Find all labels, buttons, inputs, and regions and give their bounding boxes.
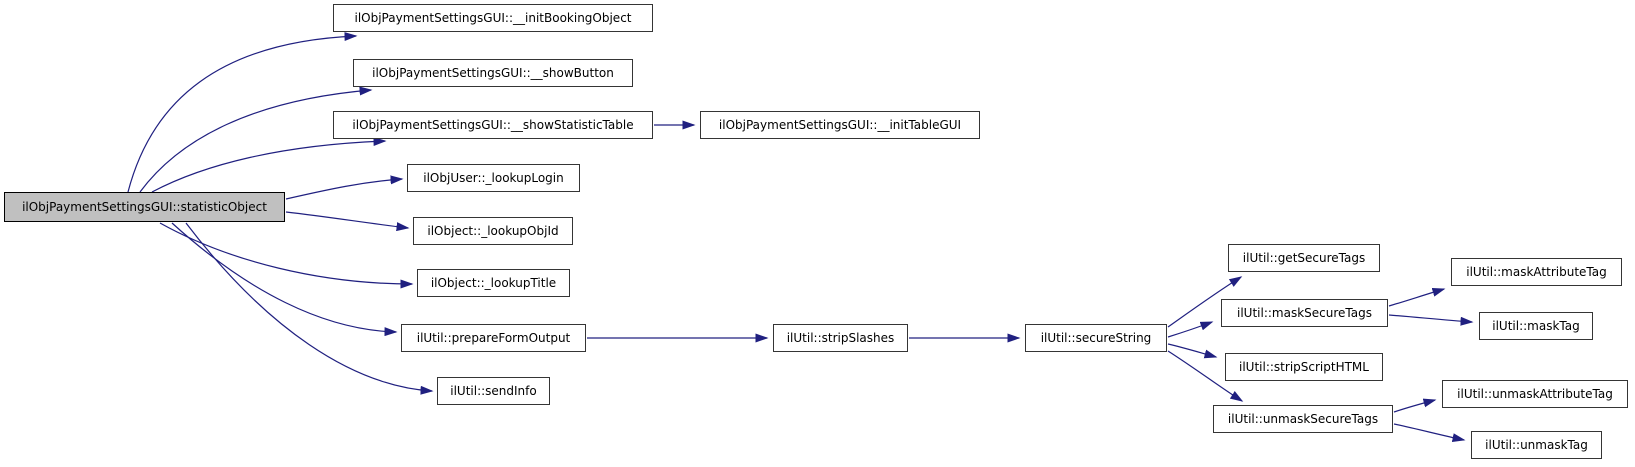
edge-statisticObject-to-sendInfo (185, 222, 434, 395)
edge-statisticObject-to-lookupLogin (285, 175, 404, 200)
node-getSecureTags[interactable]: ilUtil::getSecureTags (1228, 244, 1380, 272)
edge-secureString-to-getSecureTags (1167, 276, 1243, 328)
node-initTableGUI[interactable]: ilObjPaymentSettingsGUI::__initTableGUI (700, 111, 980, 139)
node-unmaskSecureTags[interactable]: ilUtil::unmaskSecureTags (1213, 405, 1393, 433)
node-lookupLogin[interactable]: ilObjUser::_lookupLogin (407, 164, 580, 192)
edge-secureString-to-maskSecureTags (1167, 321, 1214, 338)
node-statisticObject: ilObjPaymentSettingsGUI::statisticObject (4, 192, 285, 222)
edge-statisticObject-to-lookupTitle (159, 222, 414, 289)
node-lookupTitle[interactable]: ilObject::_lookupTitle (417, 269, 570, 297)
node-stripSlashes[interactable]: ilUtil::stripSlashes (773, 324, 908, 352)
edge-secureString-to-stripScriptHTML (1167, 343, 1218, 359)
edge-statisticObject-to-lookupObjId (285, 211, 410, 232)
node-maskAttributeTag[interactable]: ilUtil::maskAttributeTag (1451, 258, 1622, 286)
node-stripScriptHTML[interactable]: ilUtil::stripScriptHTML (1225, 353, 1383, 381)
edge-statisticObject-to-initBookingObject (127, 32, 358, 193)
node-showButton[interactable]: ilObjPaymentSettingsGUI::__showButton (353, 59, 633, 87)
edge-statisticObject-to-showButton (139, 86, 373, 193)
edge-maskSecureTags-to-maskAttributeTag (1388, 287, 1446, 307)
node-maskTag[interactable]: ilUtil::maskTag (1479, 312, 1593, 340)
node-showStatisticTable[interactable]: ilObjPaymentSettingsGUI::__showStatistic… (333, 111, 653, 139)
node-initBookingObject[interactable]: ilObjPaymentSettingsGUI::__initBookingOb… (333, 4, 653, 32)
node-lookupObjId[interactable]: ilObject::_lookupObjId (413, 217, 573, 245)
edge-statisticObject-to-prepareFormOutput (171, 222, 398, 337)
edge-statisticObject-to-showStatisticTable (151, 136, 387, 193)
edge-unmaskSecureTags-to-unmaskAttributeTag (1393, 398, 1437, 413)
edge-unmaskSecureTags-to-unmaskTag (1393, 423, 1466, 443)
edge-secureString-to-unmaskSecureTags (1167, 350, 1244, 402)
node-unmaskAttributeTag[interactable]: ilUtil::unmaskAttributeTag (1442, 380, 1628, 408)
node-maskSecureTags[interactable]: ilUtil::maskSecureTags (1221, 299, 1388, 327)
node-secureString[interactable]: ilUtil::secureString (1025, 324, 1167, 352)
node-sendInfo[interactable]: ilUtil::sendInfo (437, 377, 550, 405)
node-unmaskTag[interactable]: ilUtil::unmaskTag (1471, 431, 1602, 459)
node-prepareFormOutput[interactable]: ilUtil::prepareFormOutput (401, 324, 586, 352)
edge-maskSecureTags-to-maskTag (1388, 314, 1474, 326)
